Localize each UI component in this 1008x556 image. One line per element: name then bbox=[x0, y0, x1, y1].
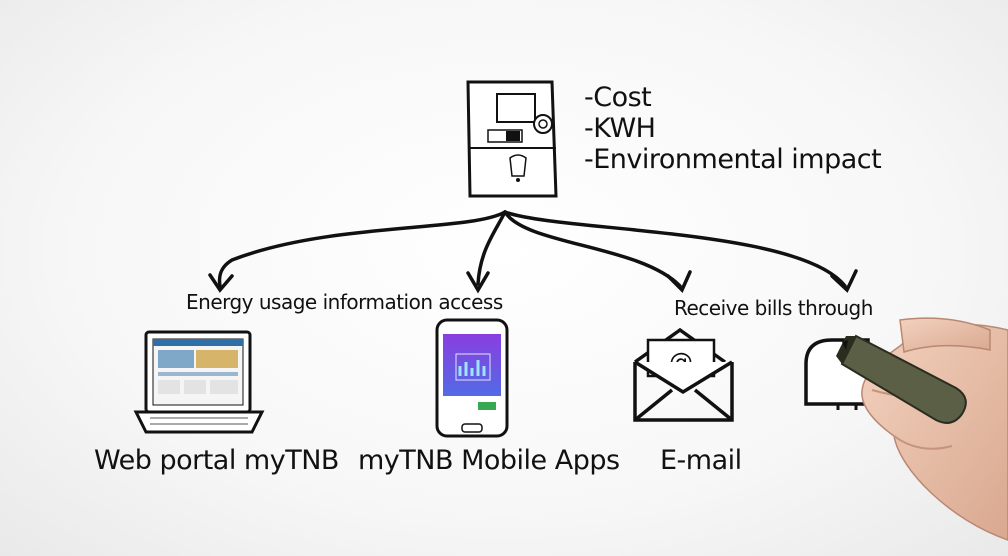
group-label-energy-access: Energy usage information access bbox=[186, 290, 503, 314]
group-label-receive-bills: Receive bills through bbox=[674, 296, 873, 320]
arrow-head-email bbox=[666, 270, 692, 294]
channel-label-web-portal: Web portal myTNB bbox=[94, 445, 339, 476]
arrow-to-mailbox bbox=[503, 210, 847, 288]
meter-bullet-environmental-impact: -Environmental impact bbox=[584, 144, 882, 175]
marker-body bbox=[840, 334, 967, 424]
arrow-to-mobile bbox=[476, 210, 507, 286]
channel-label-email: E-mail bbox=[660, 445, 742, 476]
channel-label-mobile-apps: myTNB Mobile Apps bbox=[358, 445, 620, 476]
hand-with-marker bbox=[836, 317, 1008, 541]
envelope-icon: @ bbox=[633, 327, 734, 422]
smart-meter-icon bbox=[466, 80, 558, 198]
meter-bullet-cost: -Cost bbox=[584, 82, 652, 113]
arrow-head-left bbox=[208, 273, 234, 293]
arrow-to-energy-access bbox=[217, 210, 507, 288]
arrow-head-mailbox bbox=[830, 269, 858, 293]
arrow-head-mobile bbox=[466, 271, 490, 294]
branch-arrows bbox=[208, 210, 858, 294]
meter-bullet-kwh: -KWH bbox=[584, 113, 656, 144]
arrow-to-email bbox=[503, 210, 682, 288]
laptop-icon bbox=[133, 330, 265, 434]
smartphone-icon bbox=[435, 318, 509, 438]
